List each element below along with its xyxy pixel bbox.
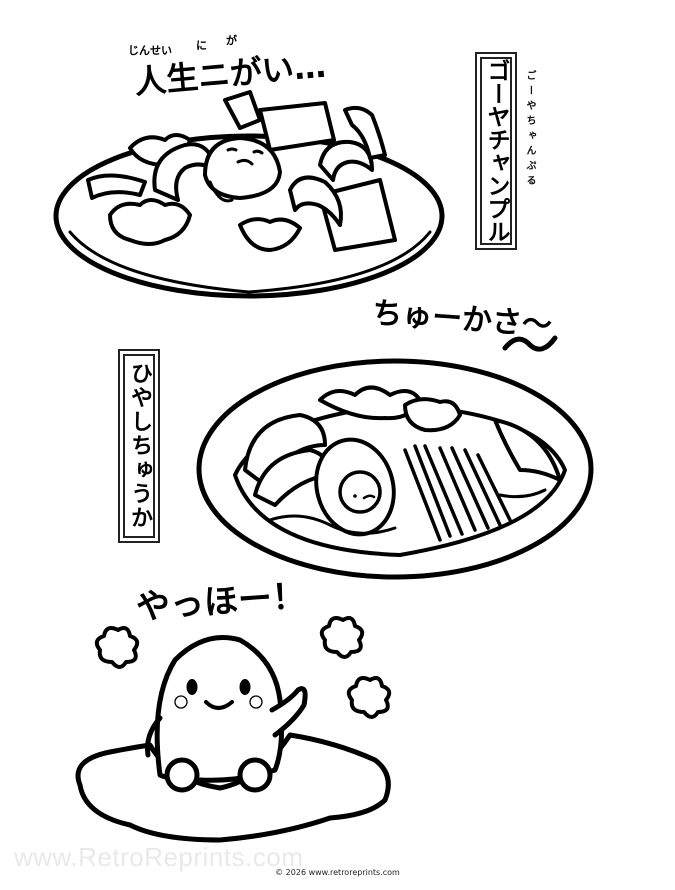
copyright-notice: © 2026 www.retroreprints.com [275, 868, 400, 877]
furigana-ni: に [196, 39, 207, 52]
furigana-jinsei: じんせい [128, 44, 172, 57]
dish-label-hiyashi-chuka: ひやしちゅうか [118, 349, 160, 543]
hiyashi-chuka-plate [196, 358, 594, 580]
furigana-ga: が [226, 34, 237, 47]
dish-name-reading: ごーやちゃんぷる [524, 70, 535, 190]
dish-label-goya-champuru: ゴーヤチャンプル [475, 52, 517, 250]
dish-name-katakana: ゴーヤチャンプル [483, 59, 509, 243]
sparkle-flowers [94, 616, 392, 719]
waving-egg-character [75, 635, 391, 843]
tilde-mark [502, 335, 558, 352]
goya-champuru-plate [53, 90, 445, 299]
dish-name-hiragana: ひやしちゅうか [127, 362, 152, 530]
watermark: www.RetroReprints.com [14, 842, 304, 872]
